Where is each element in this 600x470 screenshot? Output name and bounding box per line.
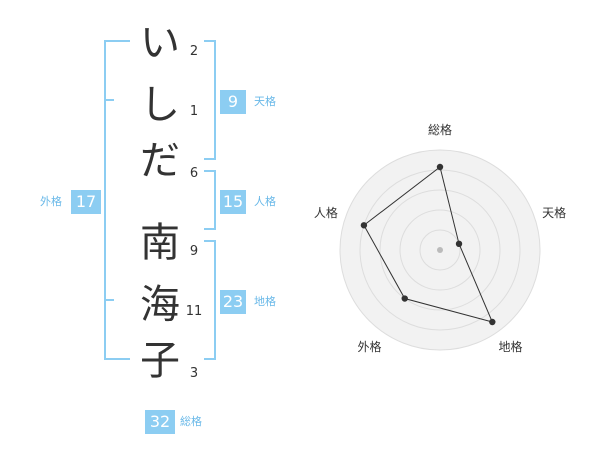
chikaku-label: 地格: [254, 295, 276, 308]
jinkaku-value: 15: [220, 190, 246, 214]
radar-center-dot: [437, 247, 443, 253]
stroke-count-3: 6: [189, 166, 199, 181]
radar-point-4: [401, 295, 408, 302]
radar-point-2: [455, 240, 463, 248]
radar-axis-label-3: 地格: [499, 339, 523, 354]
name-char-2: し: [140, 82, 180, 128]
chikaku-value: 23: [220, 290, 246, 314]
tenkaku-label: 天格: [254, 95, 276, 108]
tenkaku-value: 9: [220, 90, 246, 114]
name-char-3: だ: [140, 138, 180, 184]
radar-axis-label-4: 外格: [357, 339, 381, 354]
soukaku-value: 32: [145, 410, 175, 434]
radar-point-5: [360, 222, 368, 229]
name-char-4: 南: [140, 220, 180, 266]
radar-axis-label-5: 人格: [314, 205, 338, 220]
gaikaku-value: 17: [71, 190, 101, 214]
stroke-count-5: 11: [185, 304, 203, 319]
radar-axis-label-2: 天格: [542, 205, 566, 220]
radar-point-3: [489, 318, 496, 326]
gaikaku-bracket: [104, 40, 130, 360]
chikaku-bracket: [204, 240, 216, 360]
radar-point-1: [436, 163, 444, 171]
gaikaku-divider-top: [104, 99, 114, 101]
tenkaku-bracket: [204, 40, 216, 160]
stroke-count-4: 9: [189, 244, 199, 259]
gaikaku-label: 外格: [40, 195, 62, 208]
stroke-count-6: 3: [189, 366, 199, 381]
name-char-5: 海: [140, 282, 180, 328]
name-char-6: 子: [140, 338, 180, 384]
stroke-count-1: 2: [189, 44, 199, 59]
gaikaku-divider-bottom: [104, 299, 114, 301]
name-char-1: い: [140, 20, 180, 66]
stroke-count-2: 1: [189, 104, 199, 119]
soukaku-label: 総格: [180, 415, 202, 428]
radar-axis-label-1: 総格: [428, 122, 452, 137]
radar-series-line: [363, 166, 494, 323]
jinkaku-bracket: [204, 170, 216, 230]
jinkaku-label: 人格: [254, 195, 276, 208]
